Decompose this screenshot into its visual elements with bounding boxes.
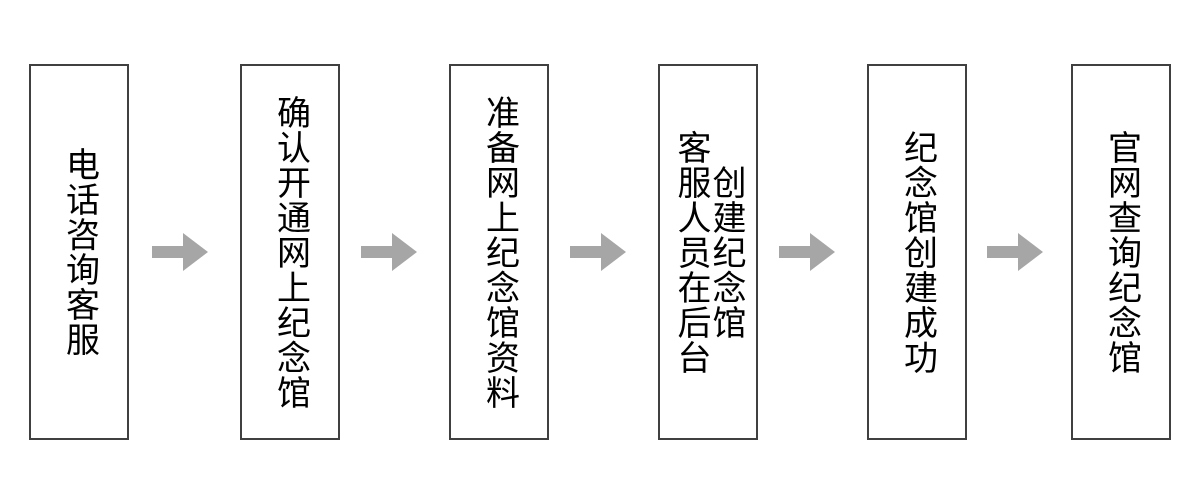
right-arrow-icon	[779, 231, 835, 273]
right-arrow-icon	[987, 231, 1043, 273]
flow-node-staff-creates-memorial-backend[interactable]: 创建纪念馆 客服人员在后台	[658, 64, 758, 440]
flow-node-phone-consult-service[interactable]: 电话咨询客服	[29, 64, 129, 440]
flow-node-text-column: 电话咨询客服	[60, 147, 99, 357]
flow-node-text-column: 客服人员在后台	[672, 129, 710, 375]
flow-node-text-column: 确认开通网上纪念馆	[271, 94, 310, 410]
flow-node-confirm-open-online-memorial[interactable]: 确认开通网上纪念馆	[240, 64, 340, 440]
flow-node-text-column: 创建纪念馆	[707, 164, 746, 340]
right-arrow-icon	[361, 231, 417, 273]
flow-node-text-column: 官网查询纪念馆	[1102, 129, 1141, 375]
flow-node-memorial-created-successfully[interactable]: 纪念馆创建成功	[867, 64, 967, 440]
right-arrow-icon	[152, 231, 208, 273]
flow-node-text-column: 纪念馆创建成功	[898, 129, 937, 375]
flow-node-query-memorial-on-official-site[interactable]: 官网查询纪念馆	[1071, 64, 1171, 440]
flow-node-text-column: 准备网上纪念馆资料	[480, 94, 519, 410]
flow-node-prepare-memorial-materials[interactable]: 准备网上纪念馆资料	[449, 64, 549, 440]
right-arrow-icon	[570, 231, 626, 273]
